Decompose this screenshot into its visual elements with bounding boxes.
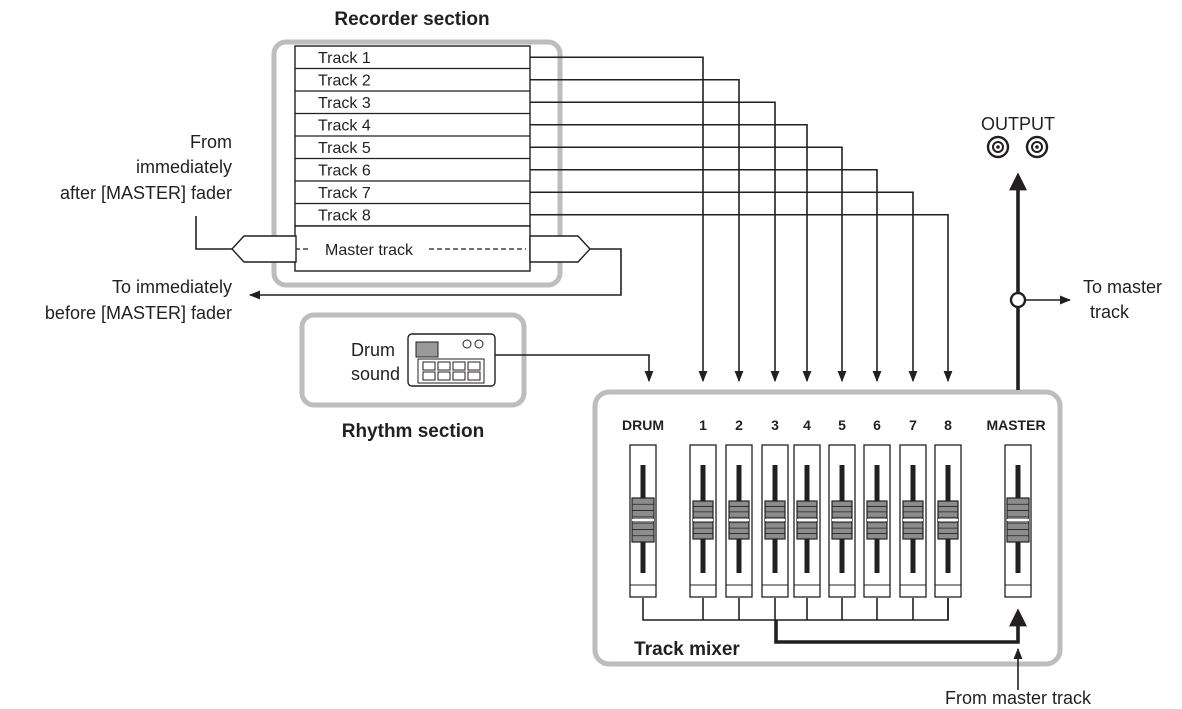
track-route-line — [530, 78, 744, 383]
track-row-label: Track 6 — [318, 163, 371, 180]
output-jacks-icon — [986, 135, 1049, 159]
track-row-label: Track 2 — [318, 73, 371, 90]
svg-text:before [MASTER] fader: before [MASTER] fader — [45, 303, 232, 323]
master-track-tap — [1009, 291, 1027, 309]
master-in-connector — [231, 235, 297, 263]
channel-label: 5 — [838, 417, 846, 433]
mix-bus-bracket — [642, 598, 949, 621]
fader-strip — [934, 444, 962, 598]
track-row-label: Track 5 — [318, 140, 371, 157]
channel-label: 8 — [944, 417, 952, 433]
track-route-line — [530, 191, 918, 383]
fader-strip — [725, 444, 753, 598]
from-master-track-label: From master track — [945, 688, 1092, 708]
mix-bus-drops — [702, 598, 949, 620]
track-row-label: Track 3 — [318, 95, 371, 112]
channel-label: DRUM — [622, 417, 664, 433]
from-master-fader-label: From immediately after [MASTER] fader — [60, 132, 232, 203]
channel-label: 7 — [909, 417, 917, 433]
to-master-track-label: To master track — [1083, 277, 1162, 322]
fader-strip — [761, 444, 789, 598]
svg-text:To master: To master — [1083, 277, 1162, 297]
fader-strip — [629, 444, 657, 598]
channel-labels: DRUM 1 2 3 4 5 6 7 8 — [622, 417, 952, 433]
fader-strip — [689, 444, 717, 598]
svg-text:after [MASTER] fader: after [MASTER] fader — [60, 183, 232, 203]
recorder-section-title: Recorder section — [334, 9, 489, 30]
svg-text:To immediately: To immediately — [112, 277, 232, 297]
drum-sound-label-1: Drum — [351, 340, 395, 360]
from-master-fader-line — [195, 216, 232, 250]
master-fader — [1004, 444, 1032, 598]
fader-strip — [793, 444, 821, 598]
track-route-line — [530, 146, 847, 383]
track-route-line — [530, 123, 812, 383]
channel-label: 3 — [771, 417, 779, 433]
track-row-label: Track 8 — [318, 208, 371, 225]
rhythm-section-title: Rhythm section — [342, 421, 485, 442]
recorder-section-frame — [271, 39, 563, 288]
fader-strip — [828, 444, 856, 598]
fader-strip — [1004, 444, 1032, 598]
channel-faders — [629, 444, 962, 598]
track-row-label: Track 7 — [318, 185, 371, 202]
master-channel-label: MASTER — [986, 417, 1045, 433]
fader-strip — [899, 444, 927, 598]
drum-machine-icon — [407, 333, 496, 387]
to-master-fader-arrow — [248, 248, 622, 300]
output-label: OUTPUT — [981, 114, 1055, 134]
rhythm-section-frame — [299, 312, 527, 408]
mix-bus-main — [774, 620, 1011, 644]
mix-to-master-arrow — [1009, 608, 1027, 644]
track-list: Track 1 Track 2 Track 3 Track 4 Track 5 Track… — [294, 45, 531, 227]
svg-text:From: From — [190, 132, 232, 152]
track-row-label: Track 1 — [318, 50, 371, 67]
track-route-line — [530, 213, 953, 383]
svg-text:track: track — [1090, 302, 1130, 322]
channel-label: 1 — [699, 417, 707, 433]
svg-text:immediately: immediately — [136, 157, 232, 177]
master-track-label: Master track — [325, 242, 414, 259]
track-mixer-title: Track mixer — [634, 639, 740, 660]
track-route-line — [530, 168, 882, 383]
master-track-row: Master track — [294, 225, 531, 272]
fader-strip — [863, 444, 891, 598]
to-master-fader-label: To immediately before [MASTER] fader — [45, 277, 232, 323]
drum-to-mixer-arrow — [495, 354, 654, 383]
track-route-line — [530, 101, 780, 383]
channel-label: 4 — [803, 417, 811, 433]
channel-label: 2 — [735, 417, 743, 433]
track-mixer-frame — [592, 389, 1063, 667]
track-routing-lines — [530, 56, 953, 383]
drum-sound-label-2: sound — [351, 364, 400, 384]
master-out-connector — [529, 235, 591, 263]
track-row-label: Track 4 — [318, 118, 371, 135]
track-route-line — [530, 56, 708, 383]
channel-label: 6 — [873, 417, 881, 433]
